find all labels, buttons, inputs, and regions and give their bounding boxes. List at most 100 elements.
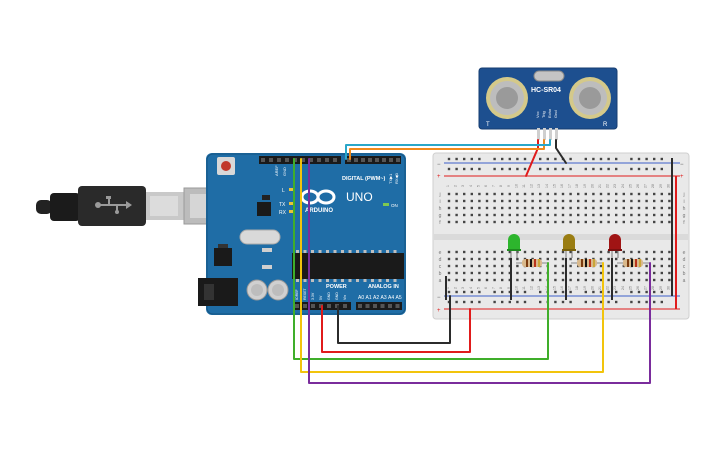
breadboard-hole[interactable] <box>660 250 663 254</box>
rail-hole[interactable] <box>501 300 504 304</box>
breadboard-hole[interactable] <box>653 250 656 254</box>
breadboard-hole[interactable] <box>622 206 625 210</box>
rail-hole[interactable] <box>569 157 572 161</box>
breadboard-hole[interactable] <box>463 206 466 210</box>
breadboard-hole[interactable] <box>592 250 595 254</box>
breadboard-hole[interactable] <box>501 278 504 282</box>
breadboard-hole[interactable] <box>531 278 534 282</box>
rail-hole[interactable] <box>447 167 451 171</box>
breadboard-hole[interactable] <box>485 250 489 254</box>
breadboard-hole[interactable] <box>516 271 519 275</box>
header-pin[interactable] <box>389 158 393 162</box>
breadboard-hole[interactable] <box>546 257 549 261</box>
breadboard-hole[interactable] <box>561 264 565 268</box>
rail-hole[interactable] <box>637 167 641 171</box>
rail-hole[interactable] <box>478 157 481 161</box>
breadboard-hole[interactable] <box>569 220 572 224</box>
breadboard-hole[interactable] <box>645 257 648 261</box>
breadboard-hole[interactable] <box>668 250 671 254</box>
breadboard-hole[interactable] <box>501 199 504 203</box>
breadboard-hole[interactable] <box>592 206 595 210</box>
header-pin[interactable] <box>368 158 372 162</box>
breadboard-hole[interactable] <box>523 192 527 196</box>
breadboard-hole[interactable] <box>508 257 511 261</box>
breadboard-hole[interactable] <box>493 199 496 203</box>
breadboard-hole[interactable] <box>630 278 633 282</box>
breadboard-hole[interactable] <box>577 199 580 203</box>
breadboard-hole[interactable] <box>478 257 481 261</box>
breadboard-hole[interactable] <box>561 271 565 275</box>
rail-hole[interactable] <box>455 300 458 304</box>
rail-hole[interactable] <box>523 290 527 294</box>
breadboard-hole[interactable] <box>607 278 610 282</box>
header-pin[interactable] <box>333 158 337 162</box>
rail-hole[interactable] <box>455 290 458 294</box>
breadboard-hole[interactable] <box>653 257 656 261</box>
breadboard-hole[interactable] <box>592 199 595 203</box>
header-pin[interactable] <box>295 304 299 308</box>
header-pin[interactable] <box>301 158 305 162</box>
rail-hole[interactable] <box>653 167 656 171</box>
rail-hole[interactable] <box>470 290 473 294</box>
rail-hole[interactable] <box>660 157 663 161</box>
breadboard-hole[interactable] <box>523 220 527 224</box>
breadboard-hole[interactable] <box>508 206 511 210</box>
breadboard-hole[interactable] <box>501 250 504 254</box>
breadboard-hole[interactable] <box>554 257 557 261</box>
breadboard-hole[interactable] <box>478 199 481 203</box>
breadboard-hole[interactable] <box>470 220 473 224</box>
breadboard-hole[interactable] <box>653 220 656 224</box>
breadboard-hole[interactable] <box>622 192 625 196</box>
breadboard-hole[interactable] <box>637 278 641 282</box>
breadboard-hole[interactable] <box>508 278 511 282</box>
rail-hole[interactable] <box>653 290 656 294</box>
breadboard-hole[interactable] <box>493 278 496 282</box>
breadboard-hole[interactable] <box>607 271 610 275</box>
breadboard-hole[interactable] <box>645 271 648 275</box>
rail-hole[interactable] <box>630 290 633 294</box>
breadboard-hole[interactable] <box>531 271 534 275</box>
breadboard-hole[interactable] <box>478 271 481 275</box>
header-pin[interactable] <box>373 304 377 308</box>
breadboard-hole[interactable] <box>584 213 587 217</box>
breadboard-hole[interactable] <box>645 206 648 210</box>
breadboard-hole[interactable] <box>607 264 610 268</box>
header-pin[interactable] <box>358 304 362 308</box>
rail-hole[interactable] <box>493 300 496 304</box>
header-pin[interactable] <box>261 158 265 162</box>
breadboard-hole[interactable] <box>615 206 618 210</box>
rail-hole[interactable] <box>599 157 603 161</box>
rail-hole[interactable] <box>630 300 633 304</box>
breadboard-hole[interactable] <box>599 250 603 254</box>
breadboard-hole[interactable] <box>592 278 595 282</box>
breadboard-hole[interactable] <box>645 278 648 282</box>
breadboard-hole[interactable] <box>493 264 496 268</box>
breadboard-hole[interactable] <box>485 213 489 217</box>
breadboard-hole[interactable] <box>478 250 481 254</box>
breadboard-hole[interactable] <box>668 213 671 217</box>
rail-hole[interactable] <box>463 157 466 161</box>
header-pin[interactable] <box>382 158 386 162</box>
rail-hole[interactable] <box>493 167 496 171</box>
breadboard-hole[interactable] <box>470 257 473 261</box>
breadboard-hole[interactable] <box>447 220 451 224</box>
rail-hole[interactable] <box>645 290 648 294</box>
header-pin[interactable] <box>285 158 289 162</box>
breadboard-hole[interactable] <box>645 220 648 224</box>
rail-hole[interactable] <box>523 157 527 161</box>
header-pin[interactable] <box>396 158 400 162</box>
breadboard-hole[interactable] <box>637 271 641 275</box>
header-pin[interactable] <box>317 158 321 162</box>
breadboard-hole[interactable] <box>584 192 587 196</box>
rail-hole[interactable] <box>561 300 565 304</box>
breadboard-hole[interactable] <box>668 264 671 268</box>
breadboard-hole[interactable] <box>599 192 603 196</box>
breadboard-hole[interactable] <box>622 250 625 254</box>
breadboard-hole[interactable] <box>539 257 542 261</box>
rail-hole[interactable] <box>569 290 572 294</box>
breadboard-hole[interactable] <box>455 264 458 268</box>
rail-hole[interactable] <box>501 157 504 161</box>
breadboard-hole[interactable] <box>577 250 580 254</box>
breadboard-hole[interactable] <box>615 250 618 254</box>
breadboard-hole[interactable] <box>668 271 671 275</box>
